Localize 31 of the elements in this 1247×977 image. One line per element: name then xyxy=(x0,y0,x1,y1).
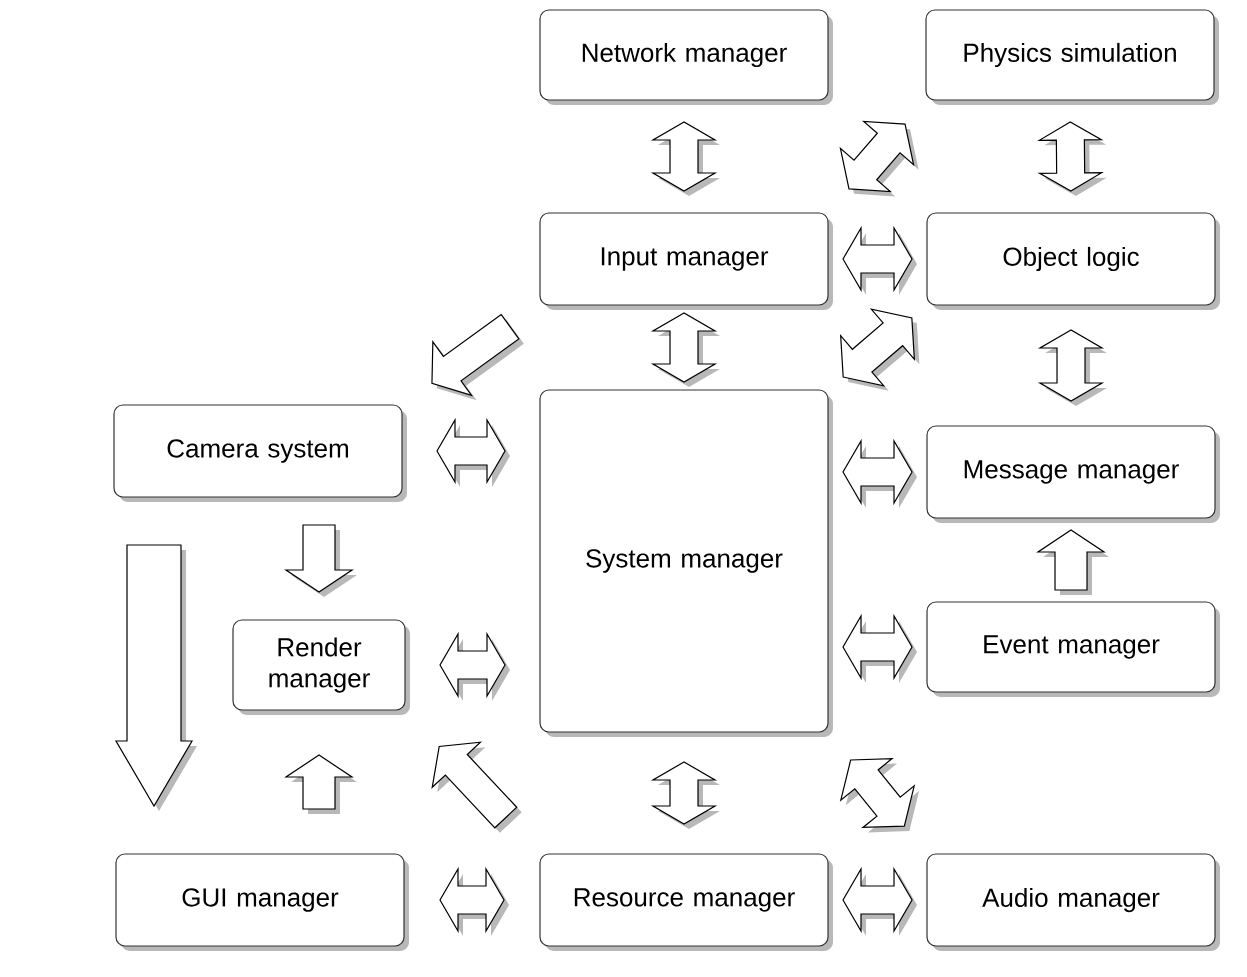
block-arrow xyxy=(439,866,509,936)
process-box: Input manager xyxy=(539,212,833,310)
block-arrow xyxy=(1036,529,1109,595)
block-arrow xyxy=(842,613,917,683)
process-box: Network manager xyxy=(539,9,833,105)
block-arrow xyxy=(650,761,720,829)
block-arrow xyxy=(839,120,919,197)
block-arrow xyxy=(1037,121,1107,196)
process-box: GUI manager xyxy=(115,853,409,951)
process-box: Object logic xyxy=(926,212,1220,310)
block-arrow xyxy=(284,524,357,597)
block-arrow xyxy=(1037,329,1107,406)
block-arrow xyxy=(284,754,357,814)
block-arrow xyxy=(842,225,917,295)
block-arrow xyxy=(650,312,720,387)
process-box: Render manager xyxy=(232,619,410,715)
process-box: Audio manager xyxy=(926,853,1220,951)
process-box: Message manager xyxy=(926,425,1220,523)
block-arrow xyxy=(842,438,917,508)
process-box: Physics simulation xyxy=(925,9,1219,105)
block-arrow xyxy=(439,631,510,701)
block-arrow xyxy=(842,866,917,936)
process-box: Event manager xyxy=(926,601,1220,697)
block-arrow xyxy=(431,741,522,833)
block-arrow xyxy=(436,417,510,487)
block-arrow xyxy=(114,544,197,811)
process-box: Resource manager xyxy=(539,853,833,951)
block-arrow xyxy=(650,121,720,196)
process-box: Camera system xyxy=(113,404,407,502)
block-arrow xyxy=(431,313,524,401)
process-box: System manager xyxy=(539,389,833,737)
